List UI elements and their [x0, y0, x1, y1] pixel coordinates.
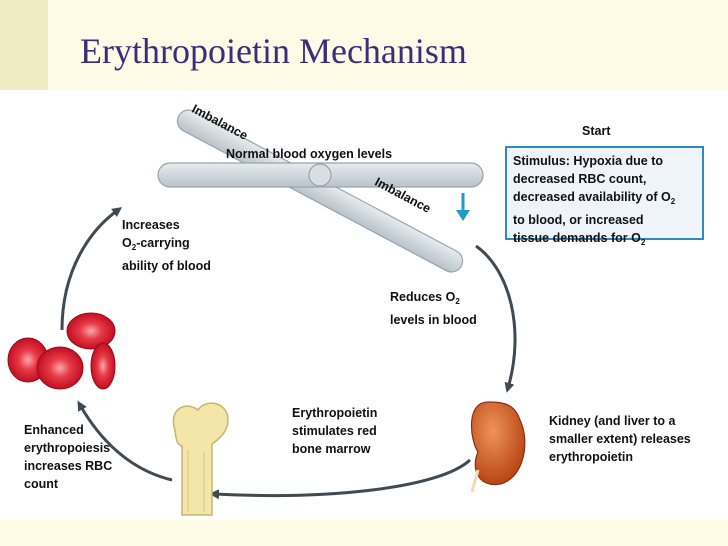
stimulus-line-4: to blood, or increased: [513, 213, 644, 227]
red-blood-cells-icon: [7, 312, 116, 390]
normal-levels-label: Normal blood oxygen levels: [226, 147, 393, 161]
reduces-o2-label: Reduces O2 levels in blood: [390, 290, 477, 327]
slide-title: Erythropoietin Mechanism: [80, 31, 467, 71]
stimulus-line-3: decreased availability of O2: [513, 190, 676, 206]
stimulus-line-2: decreased RBC count,: [513, 172, 647, 186]
cycle-arrow-to-marrow: [209, 458, 472, 500]
stimulus-box: Stimulus: Hypoxia due to decreased RBC c…: [505, 146, 704, 247]
increases-o2-label: Increases O2-carrying ability of blood: [122, 218, 211, 273]
kidney-icon: [470, 401, 526, 493]
bone-marrow-icon: [172, 402, 229, 516]
erythropoietin-label: Erythropoietin stimulates red bone marro…: [292, 406, 378, 456]
footer-band: [0, 520, 728, 546]
enhanced-erythropoiesis-label: Enhanced erythropoiesis increases RBC co…: [24, 423, 113, 491]
cycle-arrow-to-rbc: [77, 400, 173, 482]
header-band: [0, 0, 728, 90]
normal-level-bar: [157, 162, 484, 188]
cycle-arrow-to-kidney: [475, 244, 517, 393]
cycle-arrow-to-oxygen: [60, 207, 123, 331]
hypoxia-indicator-arrow: [456, 193, 470, 221]
kidney-label: Kidney (and liver to a smaller extent) r…: [549, 414, 691, 464]
stimulus-line-1: Stimulus: Hypoxia due to: [513, 154, 664, 168]
start-label: Start: [582, 124, 611, 138]
stimulus-line-5: tissue demands for O2: [513, 231, 646, 247]
header-accent-block: [0, 0, 48, 90]
